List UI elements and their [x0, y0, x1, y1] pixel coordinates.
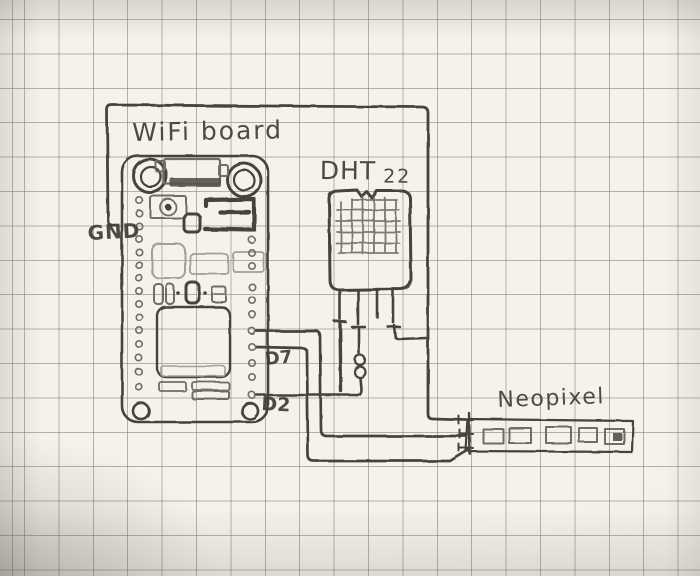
wire-d2-to-dht — [254, 376, 363, 397]
usb-connector — [155, 157, 229, 187]
bottom-rect — [158, 381, 187, 392]
board-outline — [120, 154, 270, 424]
mount-hole-top-left — [132, 158, 168, 194]
wire-pin-to-neopixel-middle — [254, 329, 468, 438]
strip-connector — [458, 411, 474, 456]
wifi-board — [120, 154, 270, 424]
component-rect-a — [189, 253, 229, 275]
component-square — [151, 243, 186, 279]
dht-leg1-extension — [338, 322, 343, 393]
strip-leds — [482, 426, 625, 445]
dht-vent-grid — [335, 196, 401, 255]
esp-module — [155, 305, 232, 379]
dht22-label: DHT 22 — [319, 156, 412, 188]
mount-hole-bottom-left — [131, 401, 151, 421]
shield-connector — [202, 196, 257, 233]
usb-dark-bar — [170, 178, 221, 187]
passive-component-row — [153, 280, 227, 305]
strip-outline — [464, 417, 635, 454]
dht22-label-name: DHT — [319, 156, 377, 186]
left-pin-column — [135, 196, 144, 391]
signal-wires — [254, 329, 470, 463]
mount-hole-top-right — [226, 162, 262, 198]
gnd-wire — [105, 103, 468, 422]
dht-legs — [332, 288, 402, 393]
dht-body — [327, 188, 413, 292]
wifi-board-label: WiFi board — [132, 115, 284, 147]
d7-pin-label: D7 — [264, 346, 294, 370]
dht22-sensor — [327, 188, 413, 393]
dht-leg4-to-gnd-wire — [392, 323, 429, 341]
mount-hole-bottom-right — [240, 401, 260, 421]
neopixel-strip — [458, 411, 635, 456]
bottom-bar-2 — [191, 390, 230, 400]
neopixel-label: Neopixel — [497, 384, 606, 413]
resistor — [353, 353, 367, 379]
wire-d7-to-neopixel-bottom — [254, 345, 470, 463]
dht22-label-number: 22 — [383, 165, 412, 188]
button-component — [149, 195, 187, 219]
small-chip — [182, 212, 202, 234]
bottom-bar-1 — [191, 381, 230, 391]
d2-pin-label: D2 — [260, 393, 291, 417]
led-dark-mark — [613, 433, 622, 441]
right-pin-column — [248, 236, 257, 399]
component-rect-b — [232, 251, 265, 273]
gnd-pin-label: GND — [87, 218, 141, 245]
